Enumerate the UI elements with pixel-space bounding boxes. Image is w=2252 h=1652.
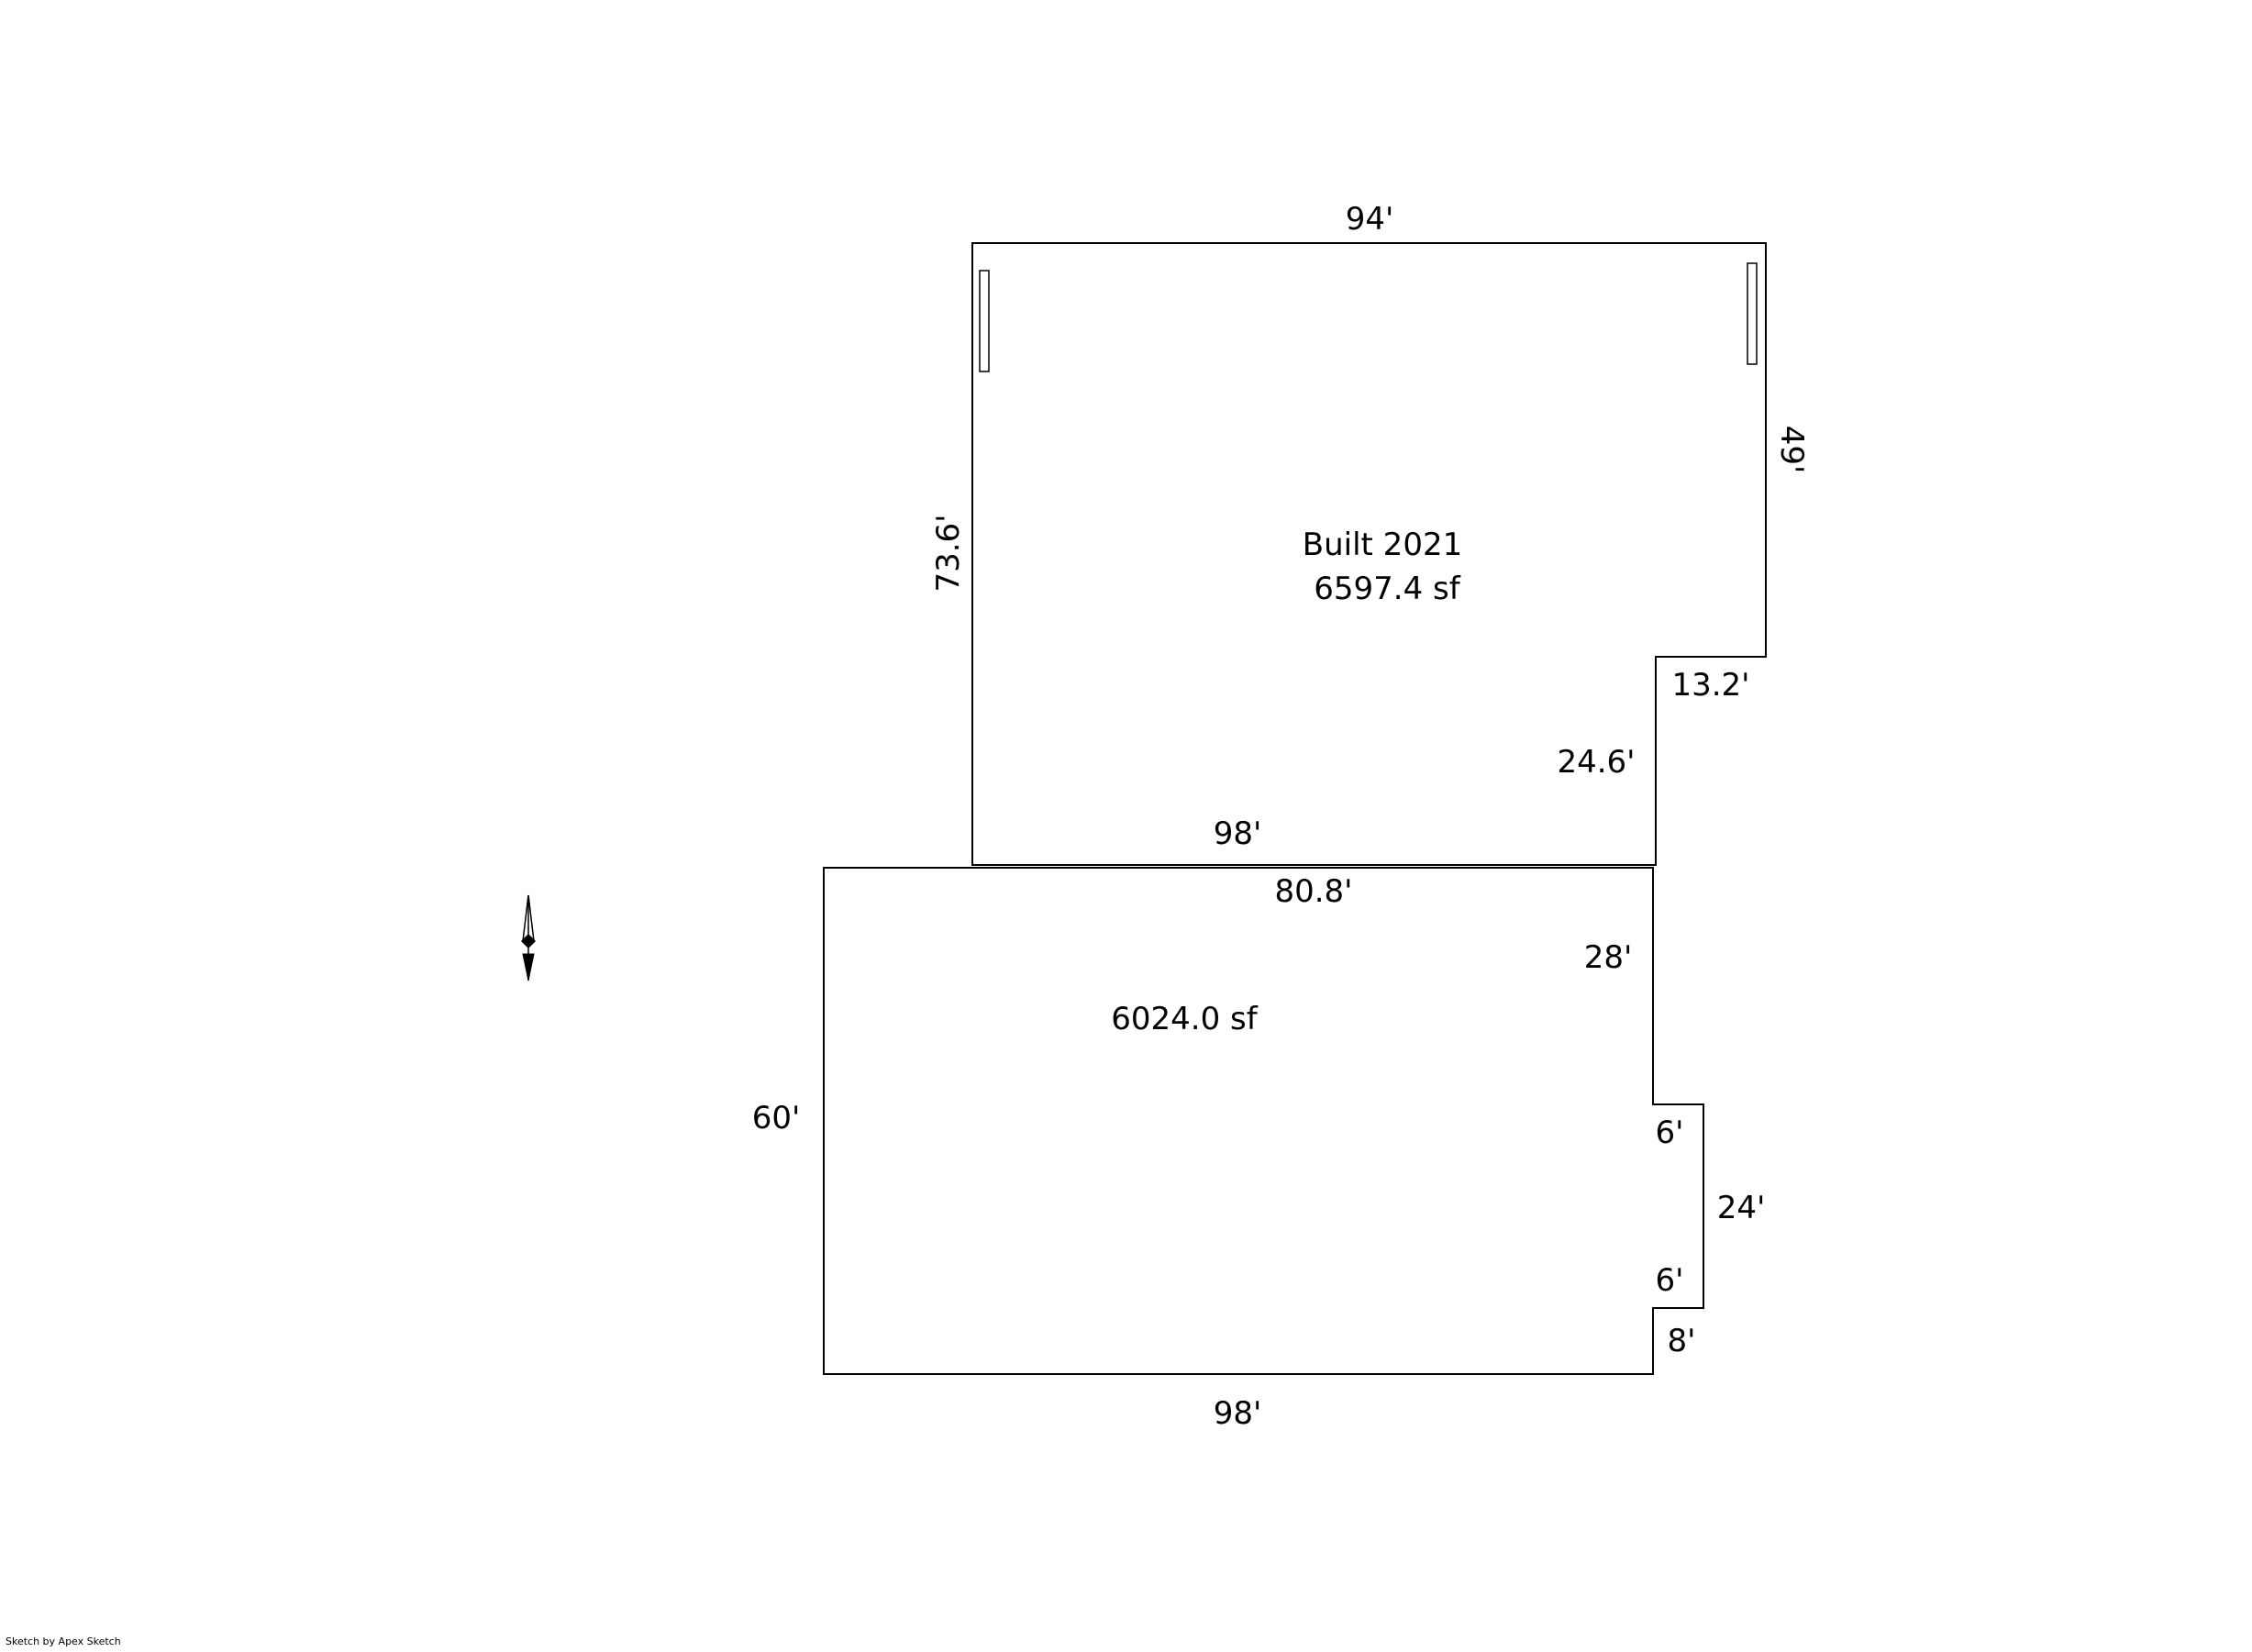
lower-dim-left: 60' [752, 1100, 801, 1136]
upper-dim-top: 94' [1346, 201, 1394, 238]
lower-dim-right-lower: 8' [1668, 1323, 1696, 1359]
lower-dim-bump-side: 24' [1717, 1190, 1766, 1226]
upper-dim-step-horizontal: 13.2' [1671, 667, 1749, 704]
lower-dim-bump-top: 6' [1656, 1114, 1684, 1151]
upper-area-title: Built 2021 [1303, 527, 1462, 563]
left-door-marker [979, 270, 990, 372]
lower-area-outline [823, 867, 1704, 1375]
lower-dim-right-upper: 28' [1584, 939, 1633, 976]
north-arrow-icon [521, 894, 536, 981]
footer-credit: Sketch by Apex Sketch [6, 1635, 121, 1647]
upper-dim-right: 49' [1773, 426, 1810, 474]
lower-dim-bottom: 98' [1214, 1395, 1262, 1432]
lower-dim-bump-bottom: 6' [1656, 1262, 1684, 1299]
lower-area-size: 6024.0 sf [1111, 1001, 1258, 1037]
right-door-marker [1747, 262, 1758, 365]
upper-dim-bottom: 98' [1214, 815, 1262, 852]
upper-area-outline [971, 242, 1767, 866]
upper-dim-step-vertical: 24.6' [1557, 744, 1635, 781]
lower-dim-top: 80.8' [1274, 873, 1352, 910]
upper-area-size: 6597.4 sf [1314, 571, 1460, 607]
upper-dim-left: 73.6' [930, 514, 967, 592]
